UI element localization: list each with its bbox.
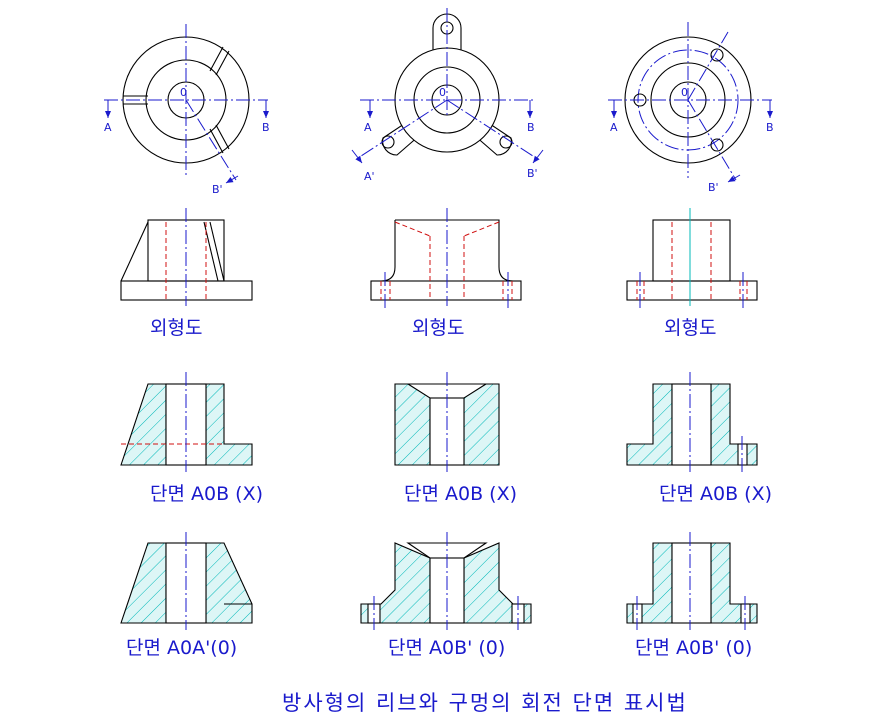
- section-right-ribs: 단면 A0A'(0): [120, 532, 253, 659]
- label-b-prime-3: B': [708, 181, 719, 194]
- plan-view-lugs: A B A' B' 0: [351, 8, 544, 183]
- caption-wrong-1: 단면 A0B (X): [150, 483, 263, 505]
- label-b-2: B: [527, 121, 535, 134]
- caption-wrong-2: 단면 A0B (X): [404, 483, 517, 505]
- label-center-2: 0: [439, 86, 446, 99]
- label-b: B: [262, 121, 270, 134]
- label-b-prime-2: B': [527, 167, 538, 180]
- plan-view-holes: A B B' 0: [608, 22, 774, 194]
- exterior-view-holes: 외형도: [626, 208, 758, 339]
- section-right-lugs: 단면 A0B' (0): [360, 532, 532, 659]
- caption-right-2: 단면 A0B' (0): [388, 637, 505, 659]
- label-b-prime: B': [212, 183, 223, 196]
- section-right-holes: 단면 A0B' (0): [626, 532, 758, 659]
- plan-view-ribs: A B B' 0: [104, 24, 270, 196]
- caption-right-3: 단면 A0B' (0): [635, 637, 752, 659]
- label-center-3: 0: [681, 86, 688, 99]
- caption-exterior-1: 외형도: [150, 317, 202, 339]
- label-b-3: B: [766, 121, 774, 134]
- caption-right-1: 단면 A0A'(0): [126, 637, 237, 659]
- label-a-2: A: [364, 121, 372, 134]
- exterior-view-ribs: 외형도: [120, 208, 253, 339]
- caption-exterior-2: 외형도: [412, 317, 464, 339]
- label-a: A: [104, 121, 112, 134]
- section-wrong-holes: 단면 A0B (X): [626, 372, 772, 505]
- label-center: 0: [180, 86, 187, 99]
- caption-wrong-3: 단면 A0B (X): [659, 483, 772, 505]
- drawing-title: 방사형의 리브와 구멍의 회전 단면 표시법: [282, 691, 688, 715]
- section-wrong-lugs: 단면 A0B (X): [394, 372, 517, 505]
- exterior-view-lugs: 외형도: [370, 208, 522, 339]
- caption-exterior-3: 외형도: [664, 317, 716, 339]
- label-a-3: A: [610, 121, 618, 134]
- section-wrong-ribs: 단면 A0B (X): [120, 372, 263, 505]
- label-a-prime-2: A': [364, 170, 375, 183]
